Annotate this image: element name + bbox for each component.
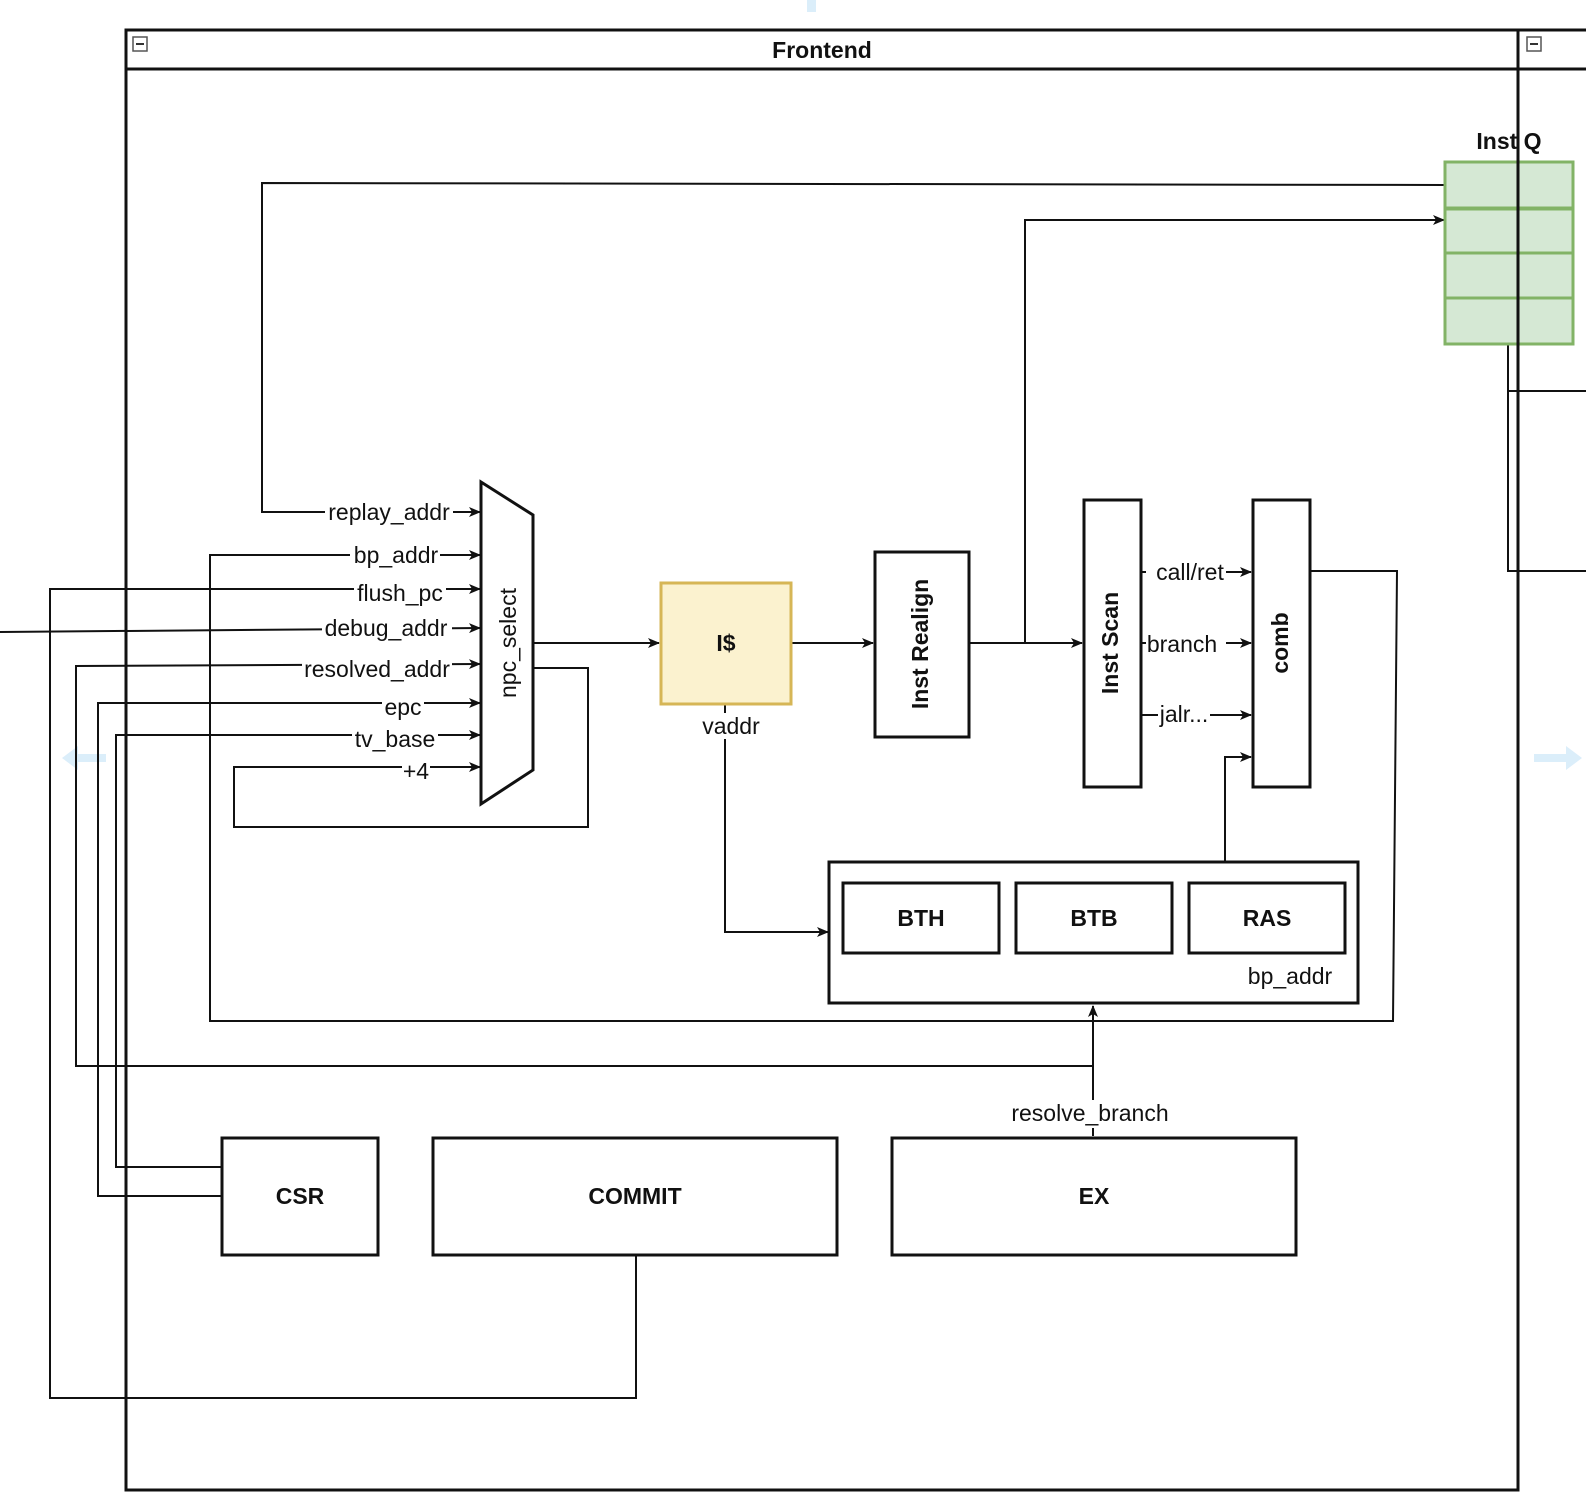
- inst-q-slot: [1443, 207, 1575, 255]
- label-call-ret: call/ret: [1156, 559, 1224, 585]
- wire-bp-to-comb: [1224, 752, 1252, 862]
- bth-label: BTH: [897, 905, 944, 931]
- csr-block[interactable]: CSR: [220, 1136, 380, 1257]
- inst-realign-block[interactable]: Inst Realign: [873, 550, 971, 739]
- wire-replay-addr: [261, 181, 1445, 517]
- label-vaddr: vaddr: [702, 713, 760, 739]
- wire-realign-to-instq: [1024, 215, 1445, 643]
- collapse-minus-icon[interactable]: [132, 36, 148, 52]
- ras-block[interactable]: RAS: [1187, 881, 1347, 955]
- commit-block[interactable]: COMMIT: [431, 1136, 839, 1257]
- label-tv-base: tv_base: [355, 726, 436, 752]
- btb-label: BTB: [1070, 905, 1117, 931]
- label-plus4: +4: [403, 758, 429, 784]
- scroll-up-hint-icon[interactable]: [807, 0, 816, 12]
- wire-vaddr: [724, 704, 829, 937]
- inst-scan-block[interactable]: Inst Scan: [1082, 498, 1143, 789]
- wire-bp-addr: [209, 550, 1399, 1022]
- inst-q-block[interactable]: Inst Q: [1443, 128, 1575, 346]
- label-epc: epc: [384, 694, 421, 720]
- inst-realign-label: Inst Realign: [907, 579, 933, 709]
- csr-label: CSR: [276, 1183, 325, 1209]
- scroll-right-hint-icon[interactable]: [1534, 746, 1582, 770]
- npc-select-mux[interactable]: npc_select: [479, 479, 535, 807]
- ras-label: RAS: [1243, 905, 1292, 931]
- ex-block[interactable]: EX: [890, 1136, 1298, 1257]
- inst-q-slot: [1443, 296, 1575, 346]
- label-jalr: jalr...: [1159, 701, 1209, 727]
- label-bp-addr: bp_addr: [354, 542, 439, 568]
- wire-flush-pc: [49, 584, 637, 1399]
- label-branch: branch: [1147, 631, 1217, 657]
- wire-plus4: [233, 667, 589, 828]
- icache-block[interactable]: I$: [659, 581, 793, 706]
- inst-q-slot: [1443, 251, 1575, 300]
- frontend-title: Frontend: [772, 37, 872, 63]
- label-resolved-addr: resolved_addr: [304, 656, 450, 682]
- canvas-scroll-hints: [62, 0, 1582, 770]
- label-flush-pc: flush_pc: [357, 580, 443, 606]
- branch-predictor-group[interactable]: BTH BTB RAS bp_addr: [827, 860, 1360, 1005]
- commit-label: COMMIT: [588, 1183, 681, 1209]
- backend-container-edge[interactable]: [1518, 28, 1586, 71]
- btb-block[interactable]: BTB: [1014, 881, 1174, 955]
- inst-scan-label: Inst Scan: [1097, 592, 1123, 694]
- inst-q-label: Inst Q: [1476, 128, 1541, 154]
- wire-instq-out-1: [1507, 344, 1586, 392]
- icache-label: I$: [716, 630, 735, 656]
- scroll-left-hint-icon[interactable]: [62, 746, 106, 770]
- signal-labels: replay_addr bp_addr flush_pc debug_addr …: [302, 499, 1226, 1128]
- wire-tv-base: [115, 730, 481, 1168]
- comb-label: comb: [1267, 612, 1293, 673]
- collapse-minus-icon[interactable]: [1526, 36, 1542, 52]
- ex-label: EX: [1079, 1183, 1110, 1209]
- bp-group-label: bp_addr: [1248, 963, 1333, 989]
- bth-block[interactable]: BTH: [841, 881, 1001, 955]
- comb-block[interactable]: comb: [1251, 498, 1312, 789]
- label-debug-addr: debug_addr: [325, 615, 448, 641]
- inst-q-slot: [1443, 160, 1575, 210]
- wire-epc: [97, 698, 481, 1197]
- wire-instq-out-2: [1507, 344, 1586, 572]
- label-replay-addr: replay_addr: [328, 499, 450, 525]
- label-resolve-branch: resolve_branch: [1011, 1100, 1168, 1126]
- npc-select-label: npc_select: [495, 587, 521, 698]
